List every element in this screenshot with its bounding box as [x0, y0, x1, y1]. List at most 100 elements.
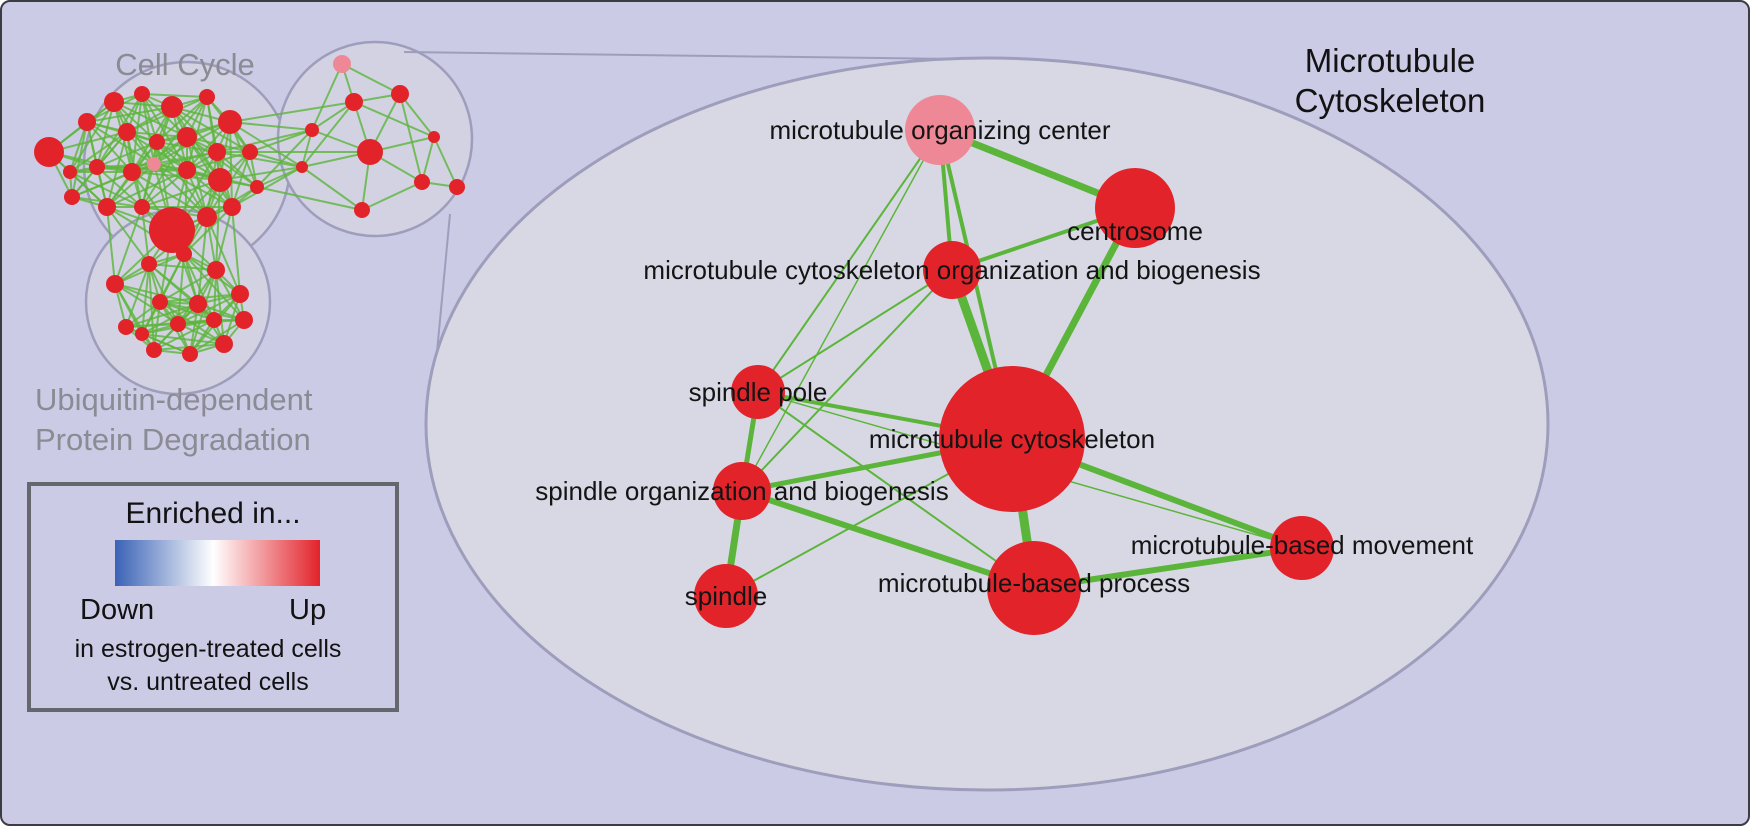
- network-node-label-spindle-pole: spindle pole: [689, 377, 828, 407]
- minimap-node: [199, 89, 215, 105]
- legend-caption-line2: vs. untreated cells: [107, 668, 309, 696]
- minimap-node: [147, 157, 161, 171]
- minimap-node: [64, 189, 80, 205]
- network-node-microtubule-based-process: [987, 541, 1081, 635]
- minimap-node: [149, 134, 165, 150]
- network-node-microtubule-cytoskeleton-organization-and-biogenesis: [923, 241, 981, 299]
- minimap-edge: [229, 121, 303, 168]
- minimap-edge: [131, 171, 208, 218]
- minimap-edge: [399, 93, 435, 138]
- minimap-edge: [353, 101, 435, 138]
- minimap-node: [178, 161, 196, 179]
- legend-caption-line1: in estrogen-treated cells: [75, 635, 342, 663]
- minimap-edge: [256, 129, 313, 188]
- minimap-node: [149, 207, 195, 253]
- minimap-edge: [249, 151, 303, 168]
- minimap-edge: [189, 319, 245, 355]
- minimap-node: [250, 180, 264, 194]
- cluster-label-ubiquitin-line1: Ubiquitin-dependent: [35, 382, 313, 417]
- minimap-edge: [183, 206, 233, 255]
- minimap-edge: [96, 101, 115, 168]
- minimap-node: [134, 199, 150, 215]
- minimap-node: [231, 285, 249, 303]
- minimap-node: [78, 113, 96, 131]
- minimap-edge: [186, 151, 251, 171]
- network-node-label-spindle-organization-and-biogenesis: spindle organization and biogenesis: [535, 476, 948, 506]
- minimap-edge: [229, 121, 313, 131]
- minimap-node: [296, 161, 308, 173]
- minimap-node: [215, 335, 233, 353]
- network-node-spindle-pole: [731, 365, 785, 419]
- minimap-edge: [159, 269, 217, 303]
- network-node-label-microtubule-organizing-center: microtubule organizing center: [769, 115, 1110, 145]
- minimap-node: [218, 110, 242, 134]
- minimap-node: [414, 174, 430, 190]
- network-node-microtubule-cytoskeleton: [939, 366, 1085, 512]
- minimap-edge: [114, 206, 143, 285]
- network-node-label-spindle: spindle: [685, 581, 767, 611]
- minimap-node: [161, 96, 183, 118]
- minimap-node: [34, 137, 64, 167]
- minimap-edge: [215, 269, 225, 345]
- legend: Enriched in... Down Up in estrogen-treat…: [27, 482, 399, 712]
- minimap-node: [305, 123, 319, 137]
- minimap-edge: [114, 283, 179, 325]
- minimap-edge: [71, 121, 88, 198]
- zoom-callout-line: [436, 213, 451, 353]
- minimap-edge: [141, 179, 221, 208]
- minimap-cluster-circle: [276, 40, 474, 238]
- network-layer: microtubule organizing centercentrosomem…: [34, 40, 1550, 792]
- minimap-edge: [141, 93, 155, 165]
- minimap-edge: [231, 206, 241, 295]
- label-layer: Cell Cycle Ubiquitin-dependent Protein D…: [35, 42, 1485, 457]
- minimap-node: [449, 179, 465, 195]
- minimap-edge: [216, 129, 313, 153]
- minimap-edge: [106, 163, 155, 208]
- minimap-node: [235, 311, 253, 329]
- minimap-edge: [126, 131, 188, 171]
- minimap-node: [428, 131, 440, 143]
- network-node-spindle: [694, 564, 758, 628]
- minimap-node: [242, 144, 258, 160]
- minimap-node: [118, 319, 134, 335]
- legend-gradient-bar: [115, 540, 320, 586]
- panel-title-line1: Microtubule: [1305, 42, 1476, 79]
- minimap-node: [223, 198, 241, 216]
- minimap-edge: [106, 169, 188, 208]
- minimap-edge: [229, 101, 355, 123]
- minimap-edge: [433, 136, 458, 188]
- minimap-node: [176, 246, 192, 262]
- network-edge: [757, 129, 941, 393]
- minimap-edge: [183, 253, 245, 321]
- minimap-edge: [125, 303, 199, 328]
- minimap-node: [354, 202, 370, 218]
- minimap-edge: [215, 179, 221, 271]
- minimap-node: [345, 93, 363, 111]
- network-node-microtubule-based-movement: [1270, 516, 1334, 580]
- minimap-node: [182, 346, 198, 362]
- minimap-edge: [249, 129, 313, 153]
- network-node-microtubule-organizing-center: [905, 95, 975, 165]
- minimap-edge: [153, 151, 218, 165]
- minimap-edge: [153, 163, 208, 218]
- minimap-edge: [186, 169, 233, 208]
- legend-box: [27, 482, 399, 712]
- minimap-node: [134, 86, 150, 102]
- legend-up-label: Up: [289, 594, 326, 626]
- legend-down-label: Down: [80, 594, 154, 626]
- minimap-node: [208, 168, 232, 192]
- minimap-edge: [231, 166, 303, 208]
- cluster-label-ubiquitin-line2: Protein Degradation: [35, 422, 311, 457]
- minimap-edge: [215, 206, 233, 271]
- minimap-edge: [106, 206, 116, 285]
- minimap-edge: [186, 136, 258, 188]
- minimap-node: [208, 143, 226, 161]
- minimap-edge: [114, 283, 199, 305]
- network-node-label-microtubule-cytoskeleton-organization-and-biogenesis: microtubule cytoskeleton organization an…: [643, 255, 1260, 285]
- minimap-node: [189, 295, 207, 313]
- minimap-node: [357, 139, 383, 165]
- minimap-edge: [69, 171, 143, 208]
- minimap-edge: [256, 186, 363, 211]
